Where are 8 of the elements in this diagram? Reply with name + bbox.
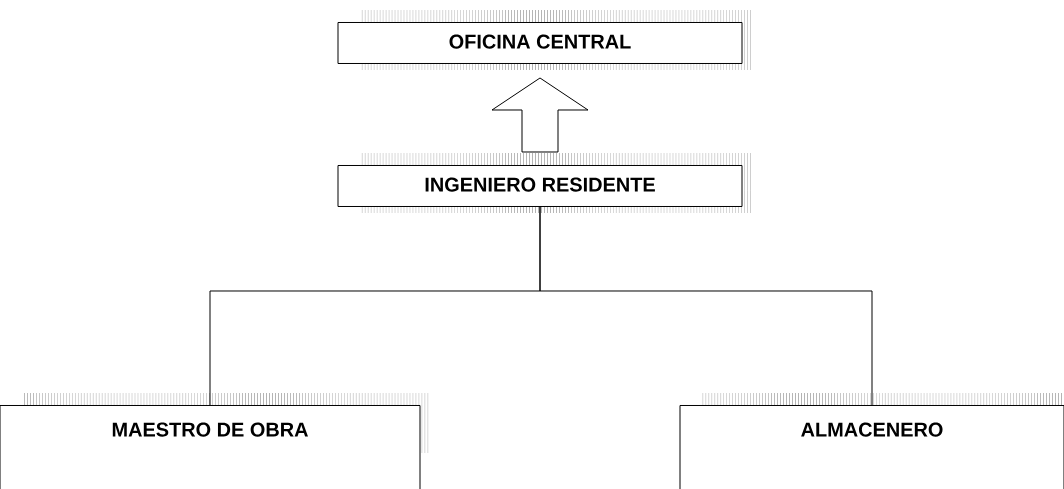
- node-label: ALMACENERO: [801, 422, 943, 437]
- block-arrow: [491, 77, 589, 153]
- org-box: OFICINA CENTRAL: [337, 22, 743, 64]
- connector-line: [539, 206, 873, 406]
- org-box: MAESTRO DE OBRA: [0, 405, 421, 489]
- node-label: MAESTRO DE OBRA: [112, 422, 308, 437]
- org-box: INGENIERO RESIDENTE: [337, 165, 743, 207]
- org-box: ALMACENERO: [679, 405, 1064, 489]
